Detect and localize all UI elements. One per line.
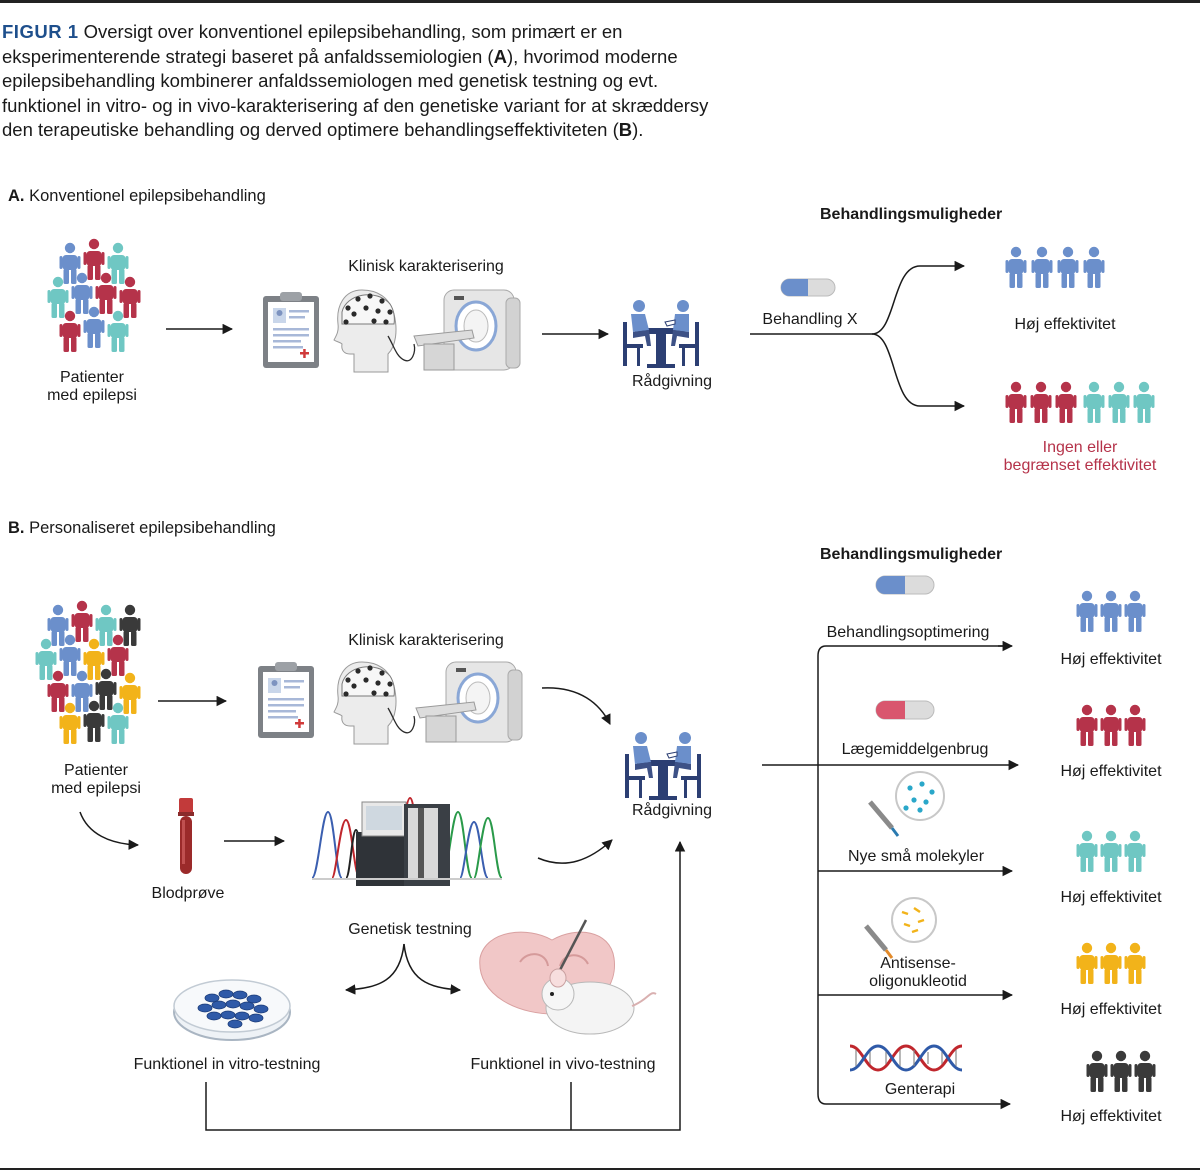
arrow-b-seq-to-counsel xyxy=(537,839,613,864)
capsule-icon-repurpose xyxy=(875,700,935,720)
arrow-b-2 xyxy=(541,687,611,725)
option-result-2: Høj effektivitet xyxy=(1060,763,1162,780)
panel-b-heading: B. Personaliseret epilepsibehandling xyxy=(8,519,276,537)
sequencer-icon xyxy=(311,796,503,886)
counseling-icon-a xyxy=(622,299,700,369)
mri-scanner-icon-a xyxy=(412,288,522,372)
option-result-3: Høj effektivitet xyxy=(1060,889,1162,906)
small-molecule-icon xyxy=(868,771,945,837)
panel-a-options-title: Behandlingsmuligheder xyxy=(820,206,1003,223)
dna-icon xyxy=(849,1044,963,1072)
panel-a-high-label: Høj effektivitet xyxy=(1014,316,1116,333)
branch-up-a xyxy=(750,260,966,335)
panel-a-counseling-label: Rådgivning xyxy=(631,373,713,390)
panel-b-patients-group xyxy=(35,600,141,744)
people-option-5 xyxy=(1086,1050,1156,1092)
eeg-head-icon-a xyxy=(333,289,416,373)
caption-ref-b: B xyxy=(618,119,633,140)
clipboard-icon-b xyxy=(258,662,314,738)
caption-text-2: ), hvorimod moderne epilepsibehandling k… xyxy=(2,45,709,141)
in-vitro-label: Funktionel in vitro-testning xyxy=(133,1056,321,1073)
return-line xyxy=(205,840,686,1131)
in-vivo-label: Funktionel in vivo-testning xyxy=(470,1056,656,1073)
top-rule xyxy=(0,0,1200,3)
panel-b-counseling-label: Rådgivning xyxy=(631,802,713,819)
antisense-icon xyxy=(864,897,937,959)
people-high-a xyxy=(1005,246,1105,288)
capsule-icon-a xyxy=(780,278,836,297)
option-label-small-molecules: Nye små molekyler xyxy=(847,848,985,865)
arrow-b-blood xyxy=(79,811,140,850)
option-label-gene-therapy: Genterapi xyxy=(884,1081,956,1098)
panel-a-heading: A. Konventionel epilepsibehandling xyxy=(8,187,266,205)
blood-tube-icon xyxy=(178,798,194,874)
people-low-a xyxy=(1005,381,1155,423)
caption-text-1: Oversigt over konventionel epilepsibehan… xyxy=(2,21,623,67)
panel-a-patients-group xyxy=(47,238,141,352)
arrow-genetic-vitro xyxy=(344,943,405,995)
figure-label: FIGUR 1 xyxy=(2,21,79,42)
option-label-optimization: Behandlingsoptimering xyxy=(826,624,990,641)
panel-a-clinical-label: Klinisk karakterisering xyxy=(348,258,504,275)
option-label-antisense: Antisense-oligonukleotid xyxy=(869,955,967,990)
counseling-icon-b xyxy=(624,731,702,801)
petri-dish-icon xyxy=(173,979,291,1041)
figure-caption: FIGUR 1 Oversigt over konventionel epile… xyxy=(2,20,722,143)
arrow-genetic-vivo xyxy=(403,943,462,995)
mri-scanner-icon-b xyxy=(414,660,524,744)
people-option-4 xyxy=(1076,942,1146,984)
panel-a-treatment-label: Behandling X xyxy=(762,311,858,328)
caption-ref-a: A xyxy=(493,45,507,67)
option-result-5: Høj effektivitet xyxy=(1060,1108,1162,1125)
options-bracket xyxy=(817,645,1012,1110)
bottom-rule xyxy=(0,1168,1200,1170)
option-result-1: Høj effektivitet xyxy=(1060,651,1162,668)
panel-b-options-title: Behandlingsmuligheder xyxy=(820,546,1003,563)
caption-text-3: ). xyxy=(632,119,644,140)
panel-b-clinical-label: Klinisk karakterisering xyxy=(348,632,504,649)
option-result-4: Høj effektivitet xyxy=(1060,1001,1162,1018)
people-option-1 xyxy=(1076,590,1146,632)
people-option-2 xyxy=(1076,704,1146,746)
option-label-repurposing: Lægemiddelgenbrug xyxy=(841,741,989,758)
mouse-brain-icon xyxy=(479,919,657,1035)
clipboard-icon-a xyxy=(263,292,319,368)
branch-down-a xyxy=(871,333,966,412)
people-option-3 xyxy=(1076,830,1146,872)
eeg-head-icon-b xyxy=(333,661,416,745)
blood-sample-label: Blodprøve xyxy=(151,885,225,902)
capsule-icon-optimization xyxy=(875,575,935,595)
genetic-testing-label: Genetisk testning xyxy=(348,921,472,938)
